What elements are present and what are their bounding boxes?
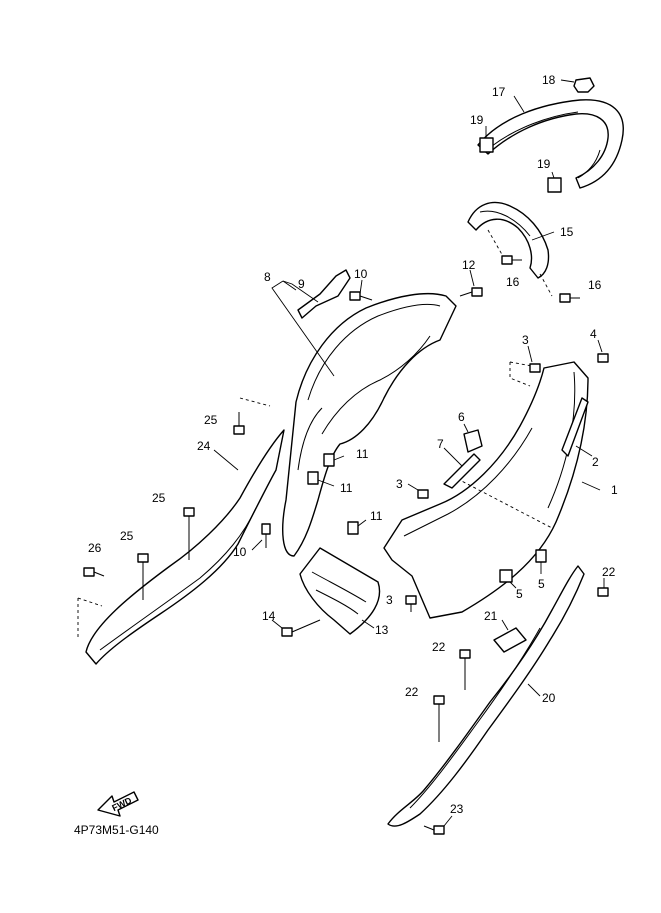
part-17-grab-bar: [477, 99, 624, 189]
part-26-screw: [83, 567, 105, 577]
callout-25-mid: 25: [152, 491, 166, 505]
callout-18: 18: [542, 73, 556, 87]
part-10-screw-top: [349, 291, 373, 301]
callout-labels: 1 2 3 3 3 4 5 5 6 7 8 9 10 10 11 11 11 1…: [88, 73, 618, 816]
part-21-pad: [493, 619, 527, 653]
part-11-nut-b: [307, 471, 335, 487]
callout-21: 21: [484, 609, 498, 623]
callout-26: 26: [88, 541, 102, 555]
part-16-screw-a: [501, 255, 522, 265]
callout-16-a: 16: [506, 275, 520, 289]
part-3-screw-top: [527, 345, 541, 373]
callout-5-b: 5: [516, 587, 523, 601]
callout-24: 24: [197, 439, 211, 453]
callout-11-b: 11: [340, 481, 353, 495]
callout-15: 15: [560, 225, 574, 239]
part-24-footrest-side: [77, 397, 285, 665]
callout-23: 23: [450, 802, 464, 816]
diagram-code: 4P73M51-G140: [74, 823, 159, 837]
part-23-screw: [423, 815, 453, 835]
part-19-clip-left: [479, 126, 494, 153]
part-8-side-cover: [282, 292, 457, 557]
part-11-nut-c: [347, 519, 367, 535]
part-3-screw-mid: [407, 483, 429, 499]
callout-25-low: 25: [120, 529, 134, 543]
callout-4: 4: [590, 327, 597, 341]
callout-22-low: 22: [405, 685, 419, 699]
part-5-nut-b: [499, 569, 517, 589]
callout-17: 17: [492, 85, 506, 99]
callout-25-top: 25: [204, 413, 218, 427]
callout-22-right: 22: [602, 565, 616, 579]
part-22-screw-right: [597, 578, 609, 597]
part-14-screw: [271, 619, 321, 637]
fwd-arrow-icon: FWD: [97, 791, 139, 817]
part-25-screw-top: [233, 412, 245, 435]
callout-3-low: 3: [386, 593, 393, 607]
part-7-strip: [443, 447, 481, 489]
part-25-screw-low: [137, 553, 149, 600]
callout-6: 6: [458, 410, 465, 424]
part-5-nut-a: [535, 549, 547, 574]
part-22-screw-mid: [459, 649, 471, 690]
callout-10-bottom: 10: [233, 545, 247, 559]
part-25-screw-mid: [183, 507, 195, 560]
part-19-clip-right: [547, 171, 562, 193]
part-4-screw: [597, 339, 609, 363]
part-20-under-cover: [387, 565, 585, 827]
callout-19-b: 19: [537, 157, 551, 171]
callout-5-a: 5: [538, 577, 545, 591]
callout-8: 8: [264, 270, 271, 284]
callout-2: 2: [592, 455, 599, 469]
callout-12: 12: [462, 258, 476, 272]
part-9-seal: [297, 269, 351, 319]
part-6-block: [463, 423, 483, 453]
callout-22-mid: 22: [432, 640, 446, 654]
part-22-screw-low: [433, 695, 445, 742]
callout-20: 20: [542, 691, 556, 705]
part-18-cap-nut: [560, 77, 595, 93]
callout-9: 9: [298, 277, 305, 291]
callout-11-a: 11: [356, 447, 369, 461]
part-3-screw-low: [405, 595, 417, 612]
callout-3-top: 3: [522, 333, 529, 347]
part-2-rail: [561, 397, 593, 457]
callout-11-c: 11: [370, 509, 383, 523]
callout-16-b: 16: [588, 278, 602, 292]
callout-7: 7: [437, 437, 444, 451]
callout-19-a: 19: [470, 113, 484, 127]
part-13-side-panel: [299, 547, 381, 635]
callout-1: 1: [611, 483, 618, 497]
callout-14: 14: [262, 609, 276, 623]
callout-13: 13: [375, 623, 389, 637]
part-1-body-cover: [383, 361, 601, 619]
callout-3-mid: 3: [396, 477, 403, 491]
part-10-screw-bottom: [251, 523, 271, 551]
part-15-rear-cover: [467, 201, 550, 279]
part-11-nut-a: [323, 453, 345, 467]
part-12-screw: [459, 287, 483, 297]
callout-10-top: 10: [354, 267, 368, 281]
part-16-screw-b: [559, 293, 580, 303]
